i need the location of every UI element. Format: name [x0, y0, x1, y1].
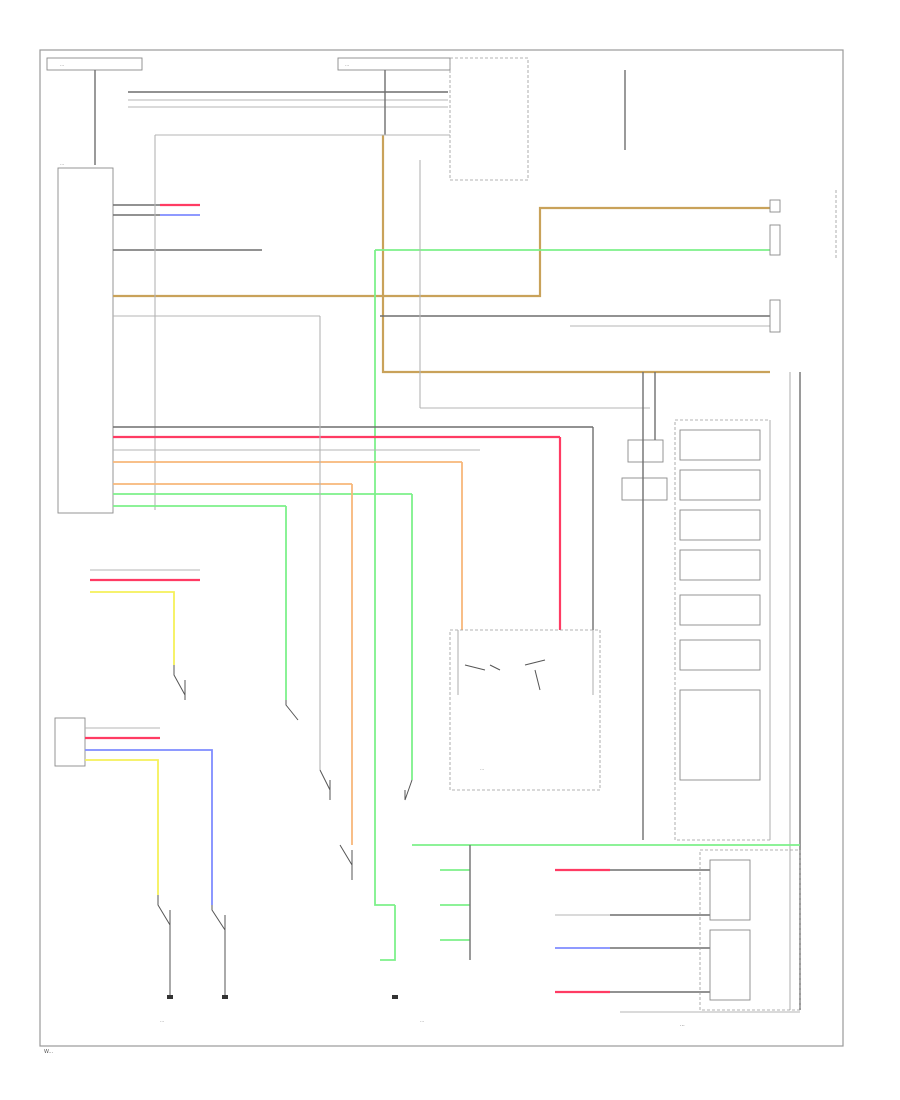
ground-2: [222, 995, 228, 999]
br-module-frame: [699, 849, 801, 1011]
right-indicator-panel: [674, 419, 771, 841]
right-panel-block-6: [679, 639, 761, 671]
switch-center-1: [285, 700, 299, 721]
combination-switch-label: ...: [480, 767, 484, 772]
switch-seat-belt-2: [211, 905, 226, 995]
tan-wire-vertical: [381, 135, 770, 374]
switch-combo-2: [524, 659, 546, 691]
top-center-relay-box: [449, 57, 529, 181]
lm-wire-tan: [90, 591, 175, 665]
center-right-box-2: [621, 477, 668, 501]
right-panel-block-2: [679, 469, 761, 501]
ground-3: [392, 995, 398, 999]
right-connector-2: [769, 224, 781, 256]
left-control-module: [57, 167, 114, 514]
right-panel-block-1: [679, 429, 761, 461]
center-right-box-1: [627, 439, 664, 463]
br-module-2: [709, 929, 751, 1001]
right-panel-block-4: [679, 549, 761, 581]
footer-right-label: ...: [680, 1022, 685, 1028]
br-module-1: [709, 859, 751, 921]
right-connector-1: [769, 199, 781, 213]
combination-switch: [449, 629, 601, 791]
right-panel-block-5: [679, 594, 761, 626]
right-panel-block-3: [679, 509, 761, 541]
bottom-left-module: [54, 717, 86, 767]
bl-wire-blue: [85, 749, 213, 905]
switch-combo-1: [464, 664, 501, 671]
bottom-left-component-label: ...: [160, 1019, 164, 1024]
footer-left-label: W...: [44, 1049, 54, 1055]
bl-wire-yellow: [85, 759, 159, 895]
tan-wire-long: [113, 206, 770, 298]
ground-1: [167, 995, 173, 999]
switch-center-3: [404, 779, 413, 801]
top-left-label: ...: [60, 63, 64, 68]
top-center-fuse-box: [337, 57, 451, 71]
diagram-frame: [39, 49, 844, 1047]
right-connector-3: [769, 299, 781, 333]
right-panel-block-7: [679, 689, 761, 781]
top-center-label: ...: [345, 63, 349, 68]
bottom-center-component-label: ...: [420, 1019, 424, 1024]
left-module-label: ...: [60, 162, 64, 167]
switch-bottom-center: [339, 844, 353, 880]
switch-center-2: [319, 769, 331, 800]
green-wire-down: [374, 250, 395, 906]
switch-left-pressure: [173, 665, 186, 700]
switch-seat-belt-1: [157, 895, 171, 995]
bc-wire-green: [380, 905, 396, 961]
